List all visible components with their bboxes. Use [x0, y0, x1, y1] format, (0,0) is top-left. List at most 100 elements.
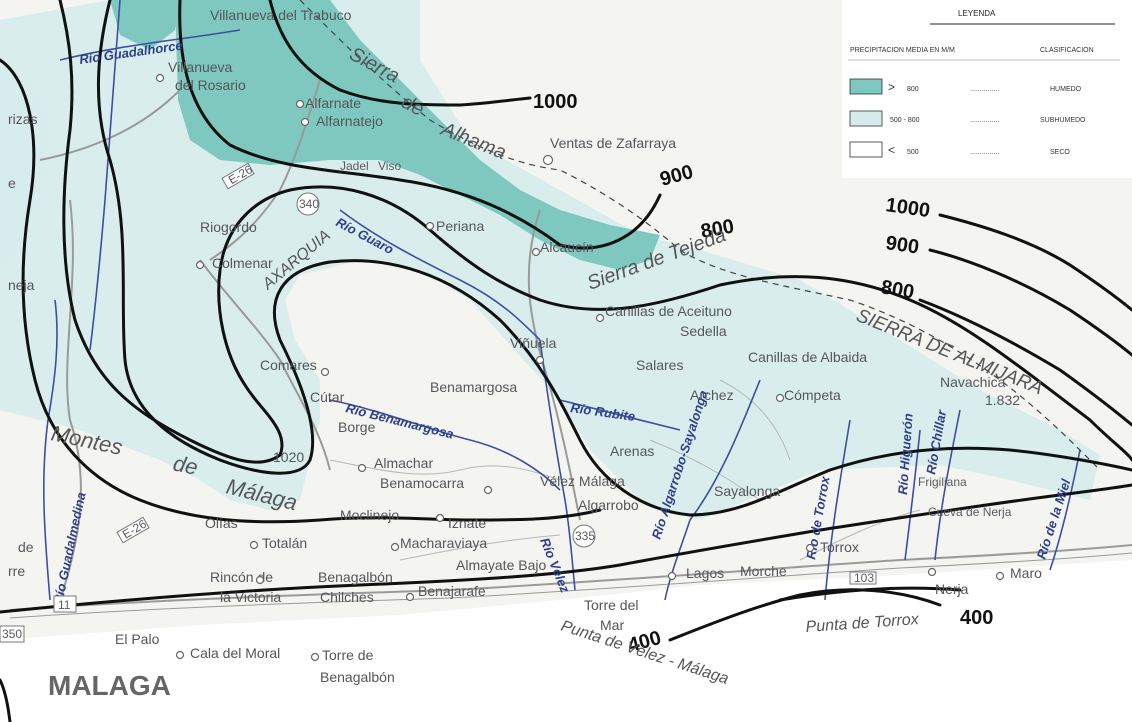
town-torre-mar-2: Mar [600, 617, 624, 633]
town-benagalbon: Benagalbón [318, 569, 393, 585]
city-label-malaga: MALAGA [48, 670, 171, 701]
isohyet-inner-loop [97, 0, 1132, 517]
town-canillas-albaida: Canillas de Albaida [748, 349, 867, 365]
river-rubite-line [559, 399, 681, 431]
town-cueva-nerja: Cueva de Nerja [928, 505, 1012, 519]
legend-dots-1: ............... [970, 86, 999, 93]
town-totalan: Totalán [262, 535, 307, 551]
road-label-335: 335 [575, 529, 595, 543]
legend-value-subhumedo: 500 - 800 [890, 117, 920, 124]
town-alfarnate: Alfarnate [305, 95, 361, 111]
river-label-higueron: Río Higuerón [895, 413, 916, 496]
road-label-11: 11 [58, 598, 71, 612]
town-ventas: Ventas de Zafarraya [550, 135, 676, 151]
edge-label-de: de [18, 539, 34, 555]
town-algarrobo: Algarrobo [578, 497, 639, 513]
town-moclinejo: Moclinejo [340, 507, 399, 523]
settlement-markers [155, 73, 1005, 662]
edge-label-rre: rre [8, 563, 25, 579]
town-borge: Borge [338, 419, 376, 435]
town-arenas: Arenas [610, 443, 654, 459]
legend-swatch-subhumedo [849, 110, 883, 127]
isohyet-east-1000 [938, 213, 1132, 312]
isohyet-900-north [178, 0, 662, 250]
river-miel-line [1049, 449, 1081, 571]
town-torre-benagalbon-2: Benagalbón [320, 669, 395, 685]
legend-dots-2: ............... [970, 117, 999, 124]
town-torrox: Torrox [820, 539, 859, 555]
town-lagos: Lagos [686, 565, 724, 581]
legend-dots-3: ............... [970, 149, 999, 156]
river-guaro-line [339, 209, 541, 341]
town-benamargosa: Benamargosa [430, 379, 517, 395]
sea-area [0, 560, 1132, 722]
isohyet-800-loop [0, 58, 602, 524]
zone-humedo [175, 0, 660, 270]
legend-class-subhumedo: SUBHUMEDO [1040, 117, 1086, 124]
town-colmenar: Colmenar [212, 255, 273, 271]
town-comares: Comares [260, 357, 317, 373]
town-chilches: Chilches [320, 589, 374, 605]
town-cala-moral: Cala del Moral [190, 645, 280, 661]
edge-label-rizas: rizas [8, 111, 38, 127]
isohyet-label-900-east: 900 [884, 232, 920, 258]
town-trabuco: Villanueva del Trabuco [210, 7, 352, 23]
legend-title: LEYENDA [958, 9, 996, 18]
isohyet-400 [0, 483, 1132, 614]
roads [9, 79, 1132, 619]
zone-humedo-top [110, 0, 180, 50]
river-north-line [89, 0, 121, 351]
town-morche: Morche [740, 563, 787, 579]
town-nerja: Nerja [935, 581, 969, 597]
town-rincon-1: Rincón de [210, 569, 273, 585]
legend-value-humedo: 800 [907, 86, 919, 93]
isohyet-label-400-east: 400 [960, 607, 993, 629]
town-olias: Olías [205, 515, 238, 531]
town-sedella: Sedella [680, 323, 727, 339]
isohyet-400-east [668, 588, 942, 642]
isohyet-mid-loop [58, 0, 1132, 464]
town-velez-malaga: Vélez Málaga [540, 473, 625, 489]
road-shield-350 [0, 625, 25, 643]
road-shield-103 [849, 571, 877, 585]
edge-label-e: e [8, 175, 16, 191]
edge-label-neja: neja [8, 277, 35, 293]
isohyet-coast-w [0, 678, 12, 722]
peak-label-navachica-alt: 1.832 [985, 392, 1020, 408]
legend-col-left: PRECIPITACION MEDIA EN M/M [850, 47, 955, 54]
town-riogordo: Riogordo [200, 219, 257, 235]
river-chillar-line [934, 409, 961, 561]
town-iznate: Iznate [448, 515, 486, 531]
range-label-montes-de: de [171, 450, 200, 480]
river-velez-line [539, 339, 576, 591]
road-label-340: 340 [299, 197, 319, 211]
legend-col-right: CLASIFICACION [1040, 47, 1094, 54]
peak-label-1020: 1020 [273, 449, 304, 465]
road-label-350: 350 [2, 627, 22, 641]
town-salares: Salares [636, 357, 683, 373]
sierra-crest-line [299, 0, 1101, 471]
road-shield-340 [296, 192, 320, 216]
town-benajarafe: Benajarafe [418, 583, 486, 599]
isohyet-east-900 [928, 248, 1132, 357]
rivers [43, 0, 1081, 601]
town-canillas-aceituno: Canillas de Aceituno [605, 303, 732, 319]
town-el-palo: El Palo [115, 631, 160, 647]
town-almayate: Almayate Bajo [456, 557, 546, 573]
river-higueron-line [904, 429, 921, 561]
legend-symbol-lt: < [888, 143, 895, 157]
legend-class-seco: SECO [1050, 149, 1070, 156]
town-periana: Periana [436, 218, 484, 234]
town-archez: Archez [690, 387, 734, 403]
town-macharaviaya: Macharaviaya [400, 535, 487, 551]
road-shield-335 [572, 524, 596, 548]
zone-subhumedo-west [0, 70, 45, 260]
river-guadalmedina-line [43, 299, 58, 601]
town-benamocarra: Benamocarra [380, 475, 464, 491]
town-torre-mar-1: Torre del [584, 597, 638, 613]
town-vinuela: Viñuela [510, 335, 557, 351]
town-alfarnatejo: Alfarnatejo [316, 113, 383, 129]
river-benamargosa-line [329, 399, 561, 491]
